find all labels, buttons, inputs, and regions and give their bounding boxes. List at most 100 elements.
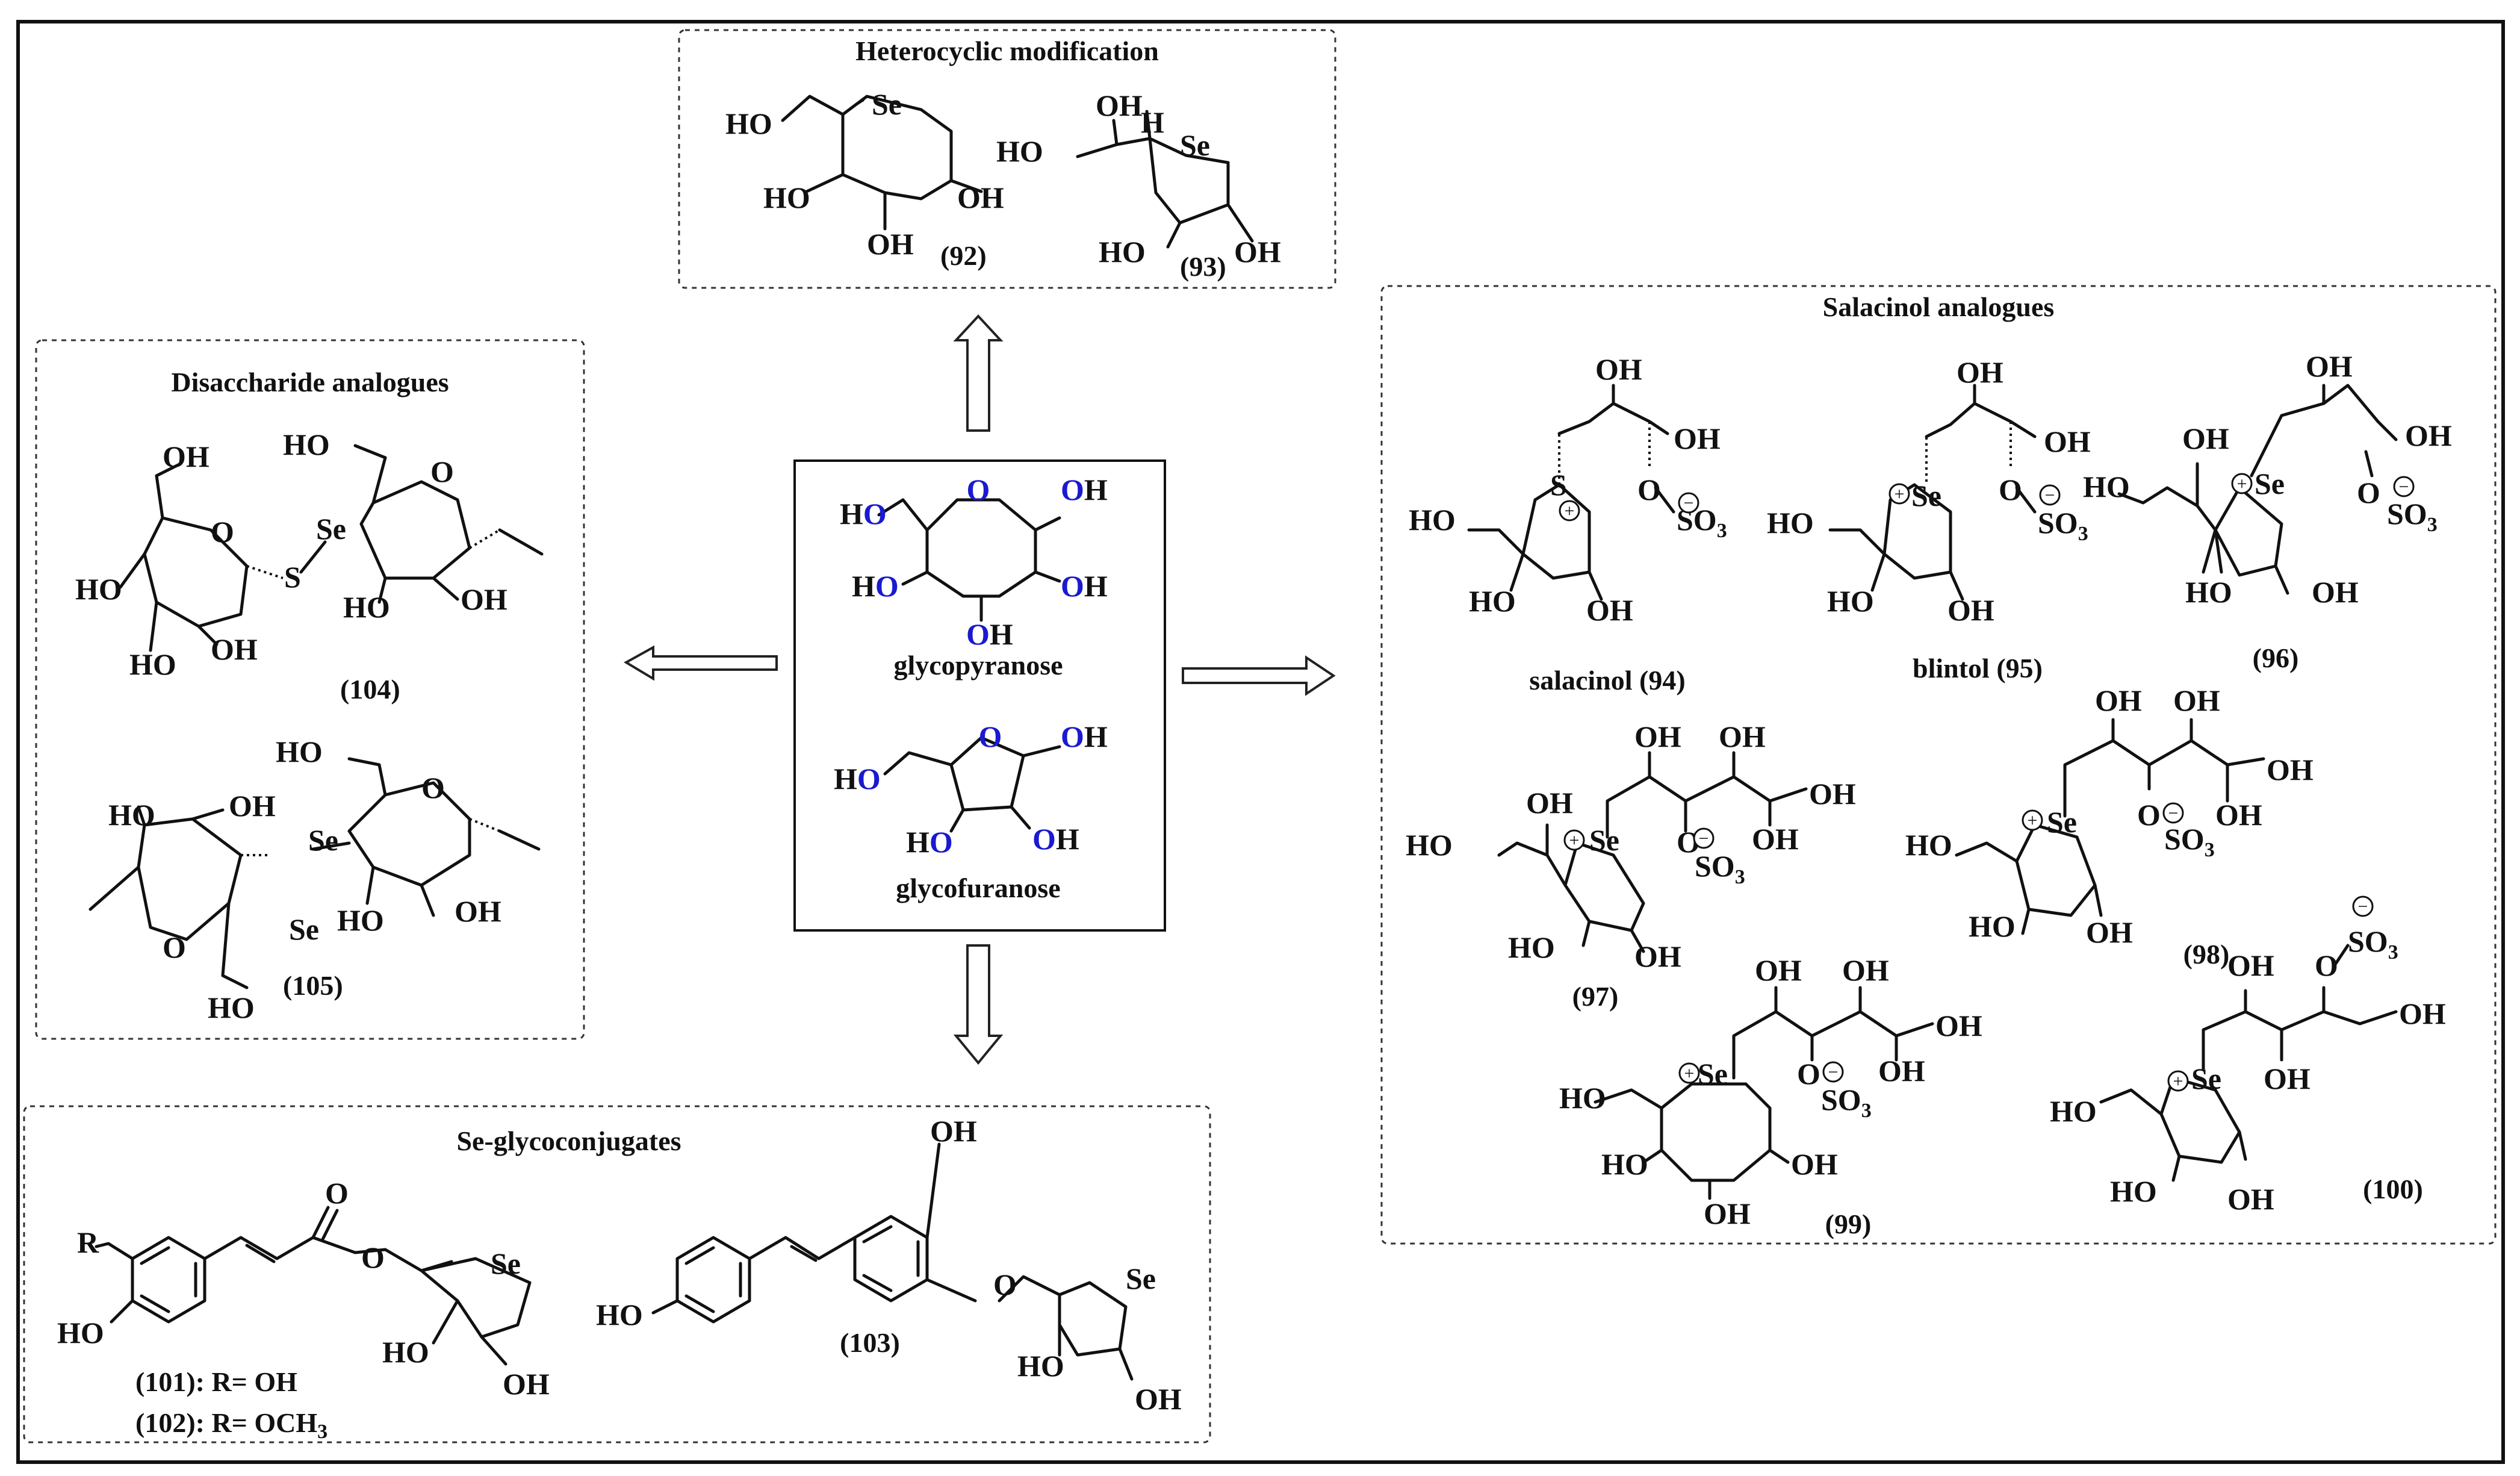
plus-charge-icon (2167, 1070, 2189, 1092)
atom-oh: OH (461, 582, 507, 616)
minus-charge-text: − (2399, 477, 2409, 497)
atom-ho: HO (1406, 828, 1453, 862)
atom-so3: SO3 (1821, 1083, 1872, 1122)
atom-oh: OH (1878, 1054, 1925, 1088)
arrow-up-icon (953, 314, 1004, 432)
atom-oh: OH (229, 789, 276, 823)
atom-oh: OH (1061, 720, 1108, 753)
atom-o: O (993, 1268, 1017, 1301)
glycofuranose-label: glycofuranose (896, 873, 1060, 903)
atom-ho: HO (725, 107, 772, 140)
atom-o: O (2315, 948, 2338, 982)
plus-charge-icon (2022, 809, 2043, 831)
panel-title-disaccharide: Disaccharide analogues (171, 367, 448, 397)
atom-oh: OH (1752, 822, 1799, 856)
atom-s: S (1550, 468, 1567, 502)
atom-ho: HO (337, 903, 384, 937)
atom-ho: HO (129, 647, 176, 681)
plus-charge-text: + (1565, 501, 1575, 521)
arrow-down-icon (953, 944, 1004, 1065)
label-99: (99) (1825, 1209, 1872, 1239)
atom-ho: HO (596, 1298, 643, 1331)
atom-ho: HO (1827, 584, 1874, 618)
glycofuranose-structure: O OH HO HO OH glycofuranose (834, 720, 1108, 903)
atom-ho: HO (283, 428, 330, 461)
atom-o: O (325, 1176, 349, 1210)
atom-so3: SO3 (2164, 822, 2215, 861)
atom-oh: OH (1634, 720, 1681, 753)
minus-charge-icon (2039, 484, 2061, 506)
plus-charge-icon (1559, 500, 1580, 522)
atom-ho: HO (2083, 470, 2130, 503)
label-98: (98) (2183, 939, 2230, 970)
atom-oh: OH (1842, 953, 1889, 987)
atom-oh: OH (503, 1367, 550, 1401)
atom-se: Se (1911, 479, 1941, 512)
minus-charge-text: − (1699, 829, 1709, 849)
atom-ho: HO (1905, 828, 1952, 862)
atom-oh: OH (1096, 89, 1143, 122)
atom-oh: OH (1704, 1197, 1751, 1230)
label-95: blintol (95) (1913, 653, 2043, 684)
minus-charge-icon (1678, 492, 1699, 514)
atom-o: O (1637, 473, 1661, 506)
minus-charge-text: − (2358, 897, 2368, 917)
minus-charge-icon (2393, 476, 2415, 497)
atom-oh: OH (455, 894, 501, 928)
atom-oh: OH (2227, 948, 2274, 982)
atom-se: Se (2191, 1062, 2221, 1095)
atom-oh: OH (867, 227, 914, 261)
atom-oh: OH (2267, 753, 2314, 786)
atom-ho: HO (1559, 1081, 1606, 1115)
atom-o: O (163, 930, 186, 964)
atom-oh: OH (2215, 798, 2262, 832)
atom-r: R (77, 1225, 99, 1259)
atom-ho: HO (834, 762, 881, 796)
atom-oh: OH (2086, 915, 2133, 949)
atom-o: O (2357, 476, 2380, 509)
plus-charge-text: + (1569, 830, 1580, 850)
atom-oh: OH (930, 1114, 977, 1148)
panel-heterocyclic: Heterocyclic modification Se HO HO OH OH… (678, 29, 1336, 289)
atom-o: O (1797, 1057, 1820, 1091)
atom-ho: HO (75, 572, 122, 606)
atom-oh: OH (2405, 419, 2452, 452)
plus-charge-text: + (1895, 484, 1905, 504)
atom-se: Se (1126, 1262, 1156, 1295)
atom-oh: OH (2264, 1062, 2311, 1095)
compound-101-102: R HO O O Se HO OH (101): R= OH (102): R=… (57, 1176, 550, 1443)
minus-charge-text: − (1828, 1062, 1839, 1082)
atom-ho: HO (343, 590, 390, 624)
minus-charge-text: − (2168, 803, 2179, 823)
plus-charge-icon (1888, 483, 1910, 505)
plus-charge-text: + (1684, 1063, 1695, 1083)
plus-charge-icon (1563, 829, 1585, 851)
atom-oh: OH (1595, 352, 1642, 386)
atom-ho: HO (208, 991, 255, 1024)
atom-oh: OH (1586, 593, 1633, 627)
label-100: (100) (2363, 1174, 2423, 1204)
atom-ho: HO (1409, 503, 1456, 537)
atom-ho: HO (763, 181, 810, 214)
compound-98: Se + OH OH OH OH O SO3 − HO HO OH (98) (1905, 684, 2314, 970)
plus-charge-text: + (2028, 811, 2038, 830)
arrow-right-icon (1182, 655, 1336, 696)
atom-ho: HO (840, 497, 887, 531)
outer-frame (16, 20, 2505, 1464)
atom-so3: SO3 (2348, 924, 2398, 964)
atom-oh: OH (1809, 777, 1856, 811)
atom-se: Se (308, 823, 338, 857)
atom-oh: OH (966, 617, 1013, 651)
label-96: (96) (2253, 643, 2299, 673)
atom-ho: HO (108, 798, 155, 832)
compound-105: HO OH O Se Se HO HO O HO OH (105) (88, 735, 541, 1024)
atom-oh: OH (1061, 473, 1108, 506)
atom-so3: SO3 (1695, 849, 1745, 888)
atom-oh: OH (2312, 575, 2359, 609)
atom-oh: OH (2044, 425, 2091, 458)
compound-100: Se + OH O SO3 − OH OH HO HO OH (100) (2050, 895, 2446, 1216)
atom-ho: HO (276, 735, 323, 768)
atom-se: Se (491, 1247, 521, 1280)
atom-ho: HO (1601, 1147, 1648, 1181)
atom-se: Se (316, 512, 346, 546)
